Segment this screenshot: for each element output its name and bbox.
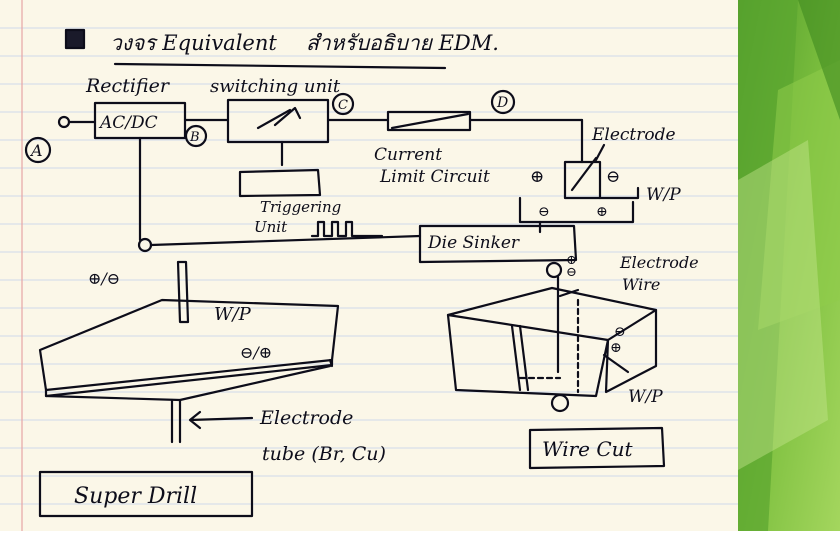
resistor-strike [390,112,470,130]
tube-arrow [188,410,254,430]
polarity-drill-top: ⊕/⊖ [88,269,120,288]
switching-unit-box [226,98,330,144]
point-b-label: B [189,130,200,145]
plus-pulley: ⊕ [566,253,577,268]
drill-workpiece-bottom [44,364,332,402]
ruled-lines [0,27,738,505]
title-right: สำหรับอธิบาย EDM. [306,31,499,55]
drill-workpiece-top [38,298,340,392]
electrode-pointer [594,143,606,162]
wp-box [518,196,635,224]
wp-top-label: W/P [646,185,681,205]
title-left: วงจร Equivalent [110,31,277,55]
minus-wirecut: ⊖ [614,324,626,340]
triggering-unit-box [238,168,322,198]
super-drill-box [38,470,254,518]
wire-label: Wire [622,275,660,294]
acdc-label: AC/DC [98,113,158,133]
wirecut-slot [510,324,530,392]
ground-wire [149,234,422,247]
pulse-train [310,220,384,238]
point-c-circle [331,92,355,116]
wirecut-workpiece-side [604,308,658,394]
green-decoration-panel [738,0,840,531]
electrode-tube-line2: tube (Br, Cu) [262,443,386,465]
wire-cut-label: Wire Cut [542,437,634,461]
die-sinker-label: Die Sinker [427,233,520,253]
drill-workpiece-corner [328,358,334,368]
notebook-paper [0,0,738,531]
bullet-square [64,28,86,50]
drill-electrode [176,260,190,324]
triggering-line2: Unit [254,218,288,236]
wire-cut-box [528,426,666,470]
edm-hand-drawn-diagram: วงจร Equivalent สำหรับอธิบาย EDM. Rectif… [0,0,738,531]
electrode-box [563,160,602,200]
ground-terminal [137,237,153,253]
plus-wirecut: ⊕ [610,340,622,356]
electrode-wire-label: Electrode [619,253,699,272]
electrode-arrow [570,156,598,192]
input-terminal [57,115,71,129]
electrode-top-label: Electrode [591,125,676,145]
point-d-circle [490,89,516,115]
point-b-circle [184,124,208,148]
wp-arrow [602,353,630,374]
super-drill-label: Super Drill [74,484,197,509]
switching-unit-label: switching unit [210,76,341,97]
transistor-symbol [256,106,302,130]
minus-lower: ⊖ [538,204,550,220]
point-d-label: D [496,95,508,111]
wp-lead [598,186,640,200]
plus-top-left: ⊕ [530,167,544,187]
rectifier-label: Rectifier [85,75,171,97]
die-sinker-box [418,224,578,264]
point-a-label: A [29,141,43,160]
current-limit-line1: Current [374,145,442,165]
wp-drill-label: W/P [214,304,252,325]
lower-pulley [550,393,570,413]
polarity-drill-side: ⊖/⊕ [240,343,272,362]
minus-pulley: ⊖ [566,265,577,280]
point-a-circle [24,136,52,164]
wire-arrow [558,288,580,298]
minus-top-right: ⊖ [606,167,620,187]
wirecut-workpiece-front [446,313,610,398]
triggering-line1: Triggering [260,198,341,216]
point-c-label: C [338,98,348,113]
current-limit-line2: Limit Circuit [379,167,490,187]
plus-lower: ⊕ [596,204,608,220]
wp-wirecut-label: W/P [628,387,663,407]
drill-workpiece-edge [44,358,334,398]
title-underline [113,62,447,70]
wire-pulley [545,261,563,279]
electrode-tube-line1: Electrode [259,407,353,429]
